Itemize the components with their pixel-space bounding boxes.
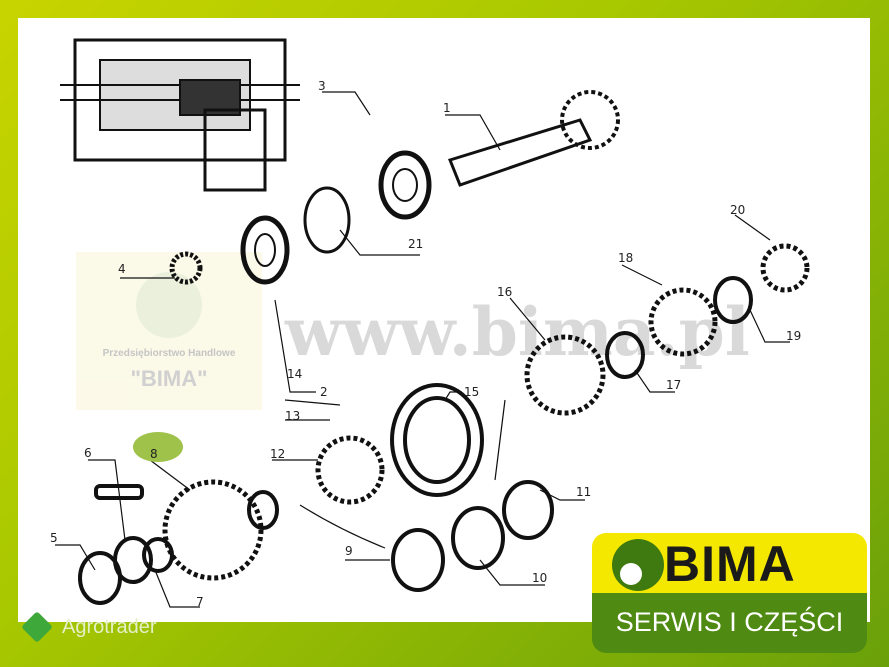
gear-part: [162, 243, 810, 581]
part-label-2: 2: [320, 385, 328, 399]
ring-parts: [78, 276, 753, 605]
part-label-19: 19: [786, 329, 801, 343]
badge-tagline: SERWIS I CZĘŚCI: [615, 607, 844, 637]
part-label-3: 3: [318, 79, 326, 93]
watermark-company-name: "BIMA": [130, 366, 208, 391]
bima-ball-icon: [612, 539, 664, 591]
part-label-4: 4: [118, 262, 126, 276]
part-label-11: 11: [576, 485, 591, 499]
watermark-url: www.bima.pl: [284, 293, 750, 371]
part-label-10: 10: [532, 571, 547, 585]
part-label-12: 12: [270, 447, 285, 461]
agrotrader-watermark: Agrotrader: [21, 611, 157, 643]
part-label-15: 15: [464, 385, 479, 399]
ring-part: [303, 186, 351, 254]
part-label-8: 8: [150, 447, 158, 461]
part-label-6: 6: [84, 446, 92, 460]
main-shaft-part: [448, 90, 620, 187]
part-label-9: 9: [345, 544, 353, 558]
bearing-part: [240, 150, 432, 285]
bima-badge: BIMA SERWIS I CZĘŚCI: [592, 533, 867, 655]
part-label-21: 21: [408, 237, 423, 251]
agrotrader-name: Agrotrader: [62, 615, 157, 638]
part-label-5: 5: [50, 531, 58, 545]
part-label-1: 1: [443, 101, 451, 115]
tractor-icon: [21, 611, 53, 643]
part-label-18: 18: [618, 251, 633, 265]
part-label-13: 13: [285, 409, 300, 423]
part-label-16: 16: [497, 285, 512, 299]
watermark-company-line: Przedsiębiorstwo Handlowe: [102, 348, 236, 359]
part-label-7: 7: [196, 595, 204, 609]
part-label-14: 14: [287, 367, 302, 381]
badge-brand: BIMA: [664, 536, 796, 592]
gearbox-section-drawing: [60, 38, 300, 192]
part-labels: 1 2 3 4 5 6 7 8 9 10 11 12 13 14 15 16 1…: [50, 79, 801, 609]
small-gear-part: [169, 251, 203, 285]
part-label-20: 20: [730, 203, 745, 217]
highlight-oval: [133, 432, 183, 462]
part-label-17: 17: [666, 378, 681, 392]
leader-lines: [55, 91, 790, 608]
